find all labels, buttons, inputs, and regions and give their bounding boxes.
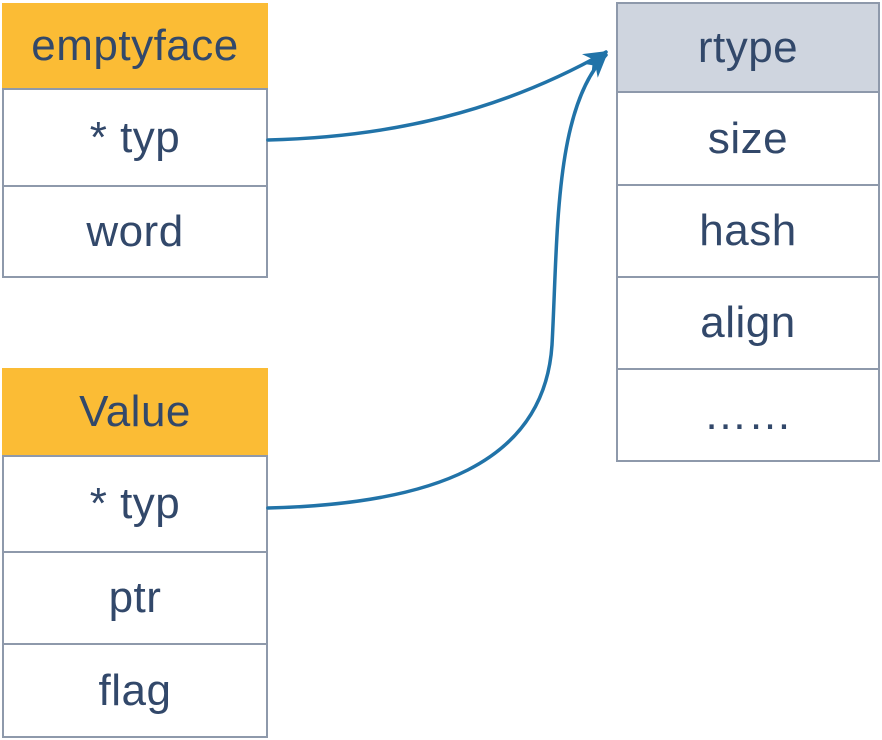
struct-table-rtype: rtype size hash align …… bbox=[616, 2, 880, 462]
rtype-field-align: align bbox=[616, 276, 880, 370]
emptyface-field-typ: * typ bbox=[2, 88, 268, 187]
rtype-field-hash-label: hash bbox=[699, 206, 797, 255]
rtype-field-size: size bbox=[616, 91, 880, 186]
emptyface-field-word-label: word bbox=[86, 206, 184, 256]
arrow-emptyface-typ-to-rtype bbox=[266, 50, 608, 142]
arrow-value-typ-to-rtype bbox=[266, 53, 608, 510]
value-title: Value bbox=[79, 386, 191, 436]
emptyface-field-typ-label: * typ bbox=[89, 112, 181, 162]
emptyface-header: emptyface bbox=[2, 3, 268, 88]
emptyface-field-word: word bbox=[2, 185, 268, 278]
value-field-typ: * typ bbox=[2, 455, 268, 553]
rtype-header: rtype bbox=[616, 2, 880, 93]
rtype-title: rtype bbox=[697, 22, 799, 72]
rtype-field-hash: hash bbox=[616, 184, 880, 278]
value-field-ptr: ptr bbox=[2, 551, 268, 645]
rtype-field-size-label: size bbox=[707, 113, 789, 163]
struct-table-value: Value * typ ptr flag bbox=[2, 368, 268, 738]
value-field-flag-label: flag bbox=[98, 665, 172, 715]
rtype-field-ellipsis-label: …… bbox=[703, 390, 793, 439]
emptyface-title: emptyface bbox=[31, 20, 239, 70]
value-header: Value bbox=[2, 368, 268, 455]
struct-table-emptyface: emptyface * typ word bbox=[2, 3, 268, 278]
value-field-flag: flag bbox=[2, 643, 268, 738]
value-field-typ-label: * typ bbox=[89, 479, 181, 528]
rtype-field-ellipsis: …… bbox=[616, 368, 880, 462]
value-field-ptr-label: ptr bbox=[108, 573, 162, 622]
rtype-field-align-label: align bbox=[700, 298, 796, 347]
